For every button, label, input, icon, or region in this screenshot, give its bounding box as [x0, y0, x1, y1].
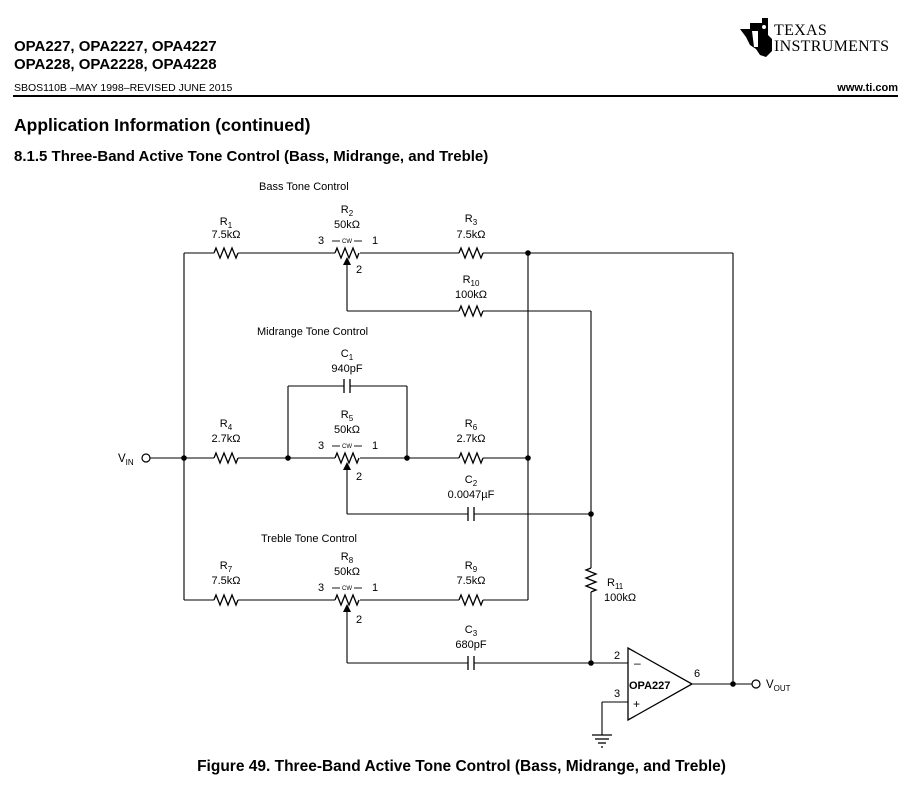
r8-ref: R8: [341, 551, 354, 565]
c2-ref: C2: [465, 474, 478, 488]
resistor-r9: [458, 594, 484, 606]
r11-ref: R11: [607, 577, 624, 591]
treble-section-label: Treble Tone Control: [261, 533, 357, 545]
logo-text-texas: TEXAS: [774, 22, 828, 39]
r2-pin1: 1: [372, 235, 378, 247]
c2-value: 0.0047µF: [448, 489, 495, 501]
r2-pin2: 2: [356, 264, 362, 276]
r5-pin3: 3: [318, 440, 324, 452]
r8-value: 50kΩ: [334, 566, 360, 578]
r5-value: 50kΩ: [334, 424, 360, 436]
logo-text-instruments: INSTRUMENTS: [774, 38, 890, 55]
c3-ref: C3: [465, 624, 478, 638]
resistor-r6: [458, 452, 484, 464]
opamp-minus: –: [634, 656, 641, 670]
potentiometer-r8: [332, 587, 362, 615]
part-numbers-line1: OPA227, OPA2227, OPA4227: [14, 38, 217, 55]
opamp-pin6: 6: [694, 668, 700, 680]
r11-value: 100kΩ: [604, 592, 636, 604]
section-subtitle: 8.1.5 Three-Band Active Tone Control (Ba…: [14, 148, 489, 165]
r2-pin3: 3: [318, 235, 324, 247]
r3-value: 7.5kΩ: [456, 229, 485, 241]
r9-ref: R9: [465, 560, 478, 574]
opamp-pin3: 3: [614, 688, 620, 700]
r2-value: 50kΩ: [334, 219, 360, 231]
potentiometer-r2: [332, 240, 362, 268]
opamp-pin2: 2: [614, 650, 620, 662]
capacitor-c1: [343, 378, 351, 394]
r5-ref: R5: [341, 409, 354, 423]
document-id: SBOS110B –MAY 1998–REVISED JUNE 2015: [14, 82, 233, 94]
resistor-r4: [213, 452, 239, 464]
r7-ref: R7: [220, 560, 233, 574]
r9-value: 7.5kΩ: [456, 575, 485, 587]
resistor-r3: [458, 247, 484, 259]
potentiometer-r5: [332, 445, 362, 473]
vout-terminal: [751, 679, 761, 689]
r6-ref: R6: [465, 418, 478, 432]
r6-value: 2.7kΩ: [456, 433, 485, 445]
vout-label: VOUT: [766, 679, 791, 693]
opamp-name: OPA227: [629, 680, 670, 692]
midrange-section-label: Midrange Tone Control: [257, 326, 368, 338]
r8-pin1: 1: [372, 582, 378, 594]
resistor-r7: [213, 594, 239, 606]
figure-caption: Figure 49. Three-Band Active Tone Contro…: [197, 758, 726, 775]
r4-ref: R4: [220, 418, 233, 432]
r5-cw-label: CW: [342, 444, 352, 450]
header-rule: [13, 95, 898, 97]
capacitor-c3: [467, 655, 475, 671]
ground-icon: [592, 734, 612, 748]
resistor-r1: [213, 247, 239, 259]
schematic-wires: [150, 252, 752, 735]
r4-value: 2.7kΩ: [211, 433, 240, 445]
section-title: Application Information (continued): [14, 115, 311, 135]
r8-pin3: 3: [318, 582, 324, 594]
vin-label: VIN: [118, 453, 134, 467]
r1-ref: R1: [220, 216, 233, 230]
junction-dots: [181, 250, 736, 687]
r1-value: 7.5kΩ: [211, 229, 240, 241]
r2-cw-label: CW: [342, 239, 352, 245]
bass-section-label: Bass Tone Control: [259, 181, 349, 193]
r10-value: 100kΩ: [455, 289, 487, 301]
ti-logo-icon: [740, 18, 772, 57]
r5-pin1: 1: [372, 440, 378, 452]
resistor-r10: [458, 305, 484, 317]
c3-value: 680pF: [455, 639, 486, 651]
r5-pin2: 2: [356, 471, 362, 483]
c1-value: 940pF: [331, 363, 362, 375]
r10-ref: R10: [463, 274, 480, 288]
r7-value: 7.5kΩ: [211, 575, 240, 587]
website-link[interactable]: www.ti.com: [837, 82, 898, 94]
part-numbers-line2: OPA228, OPA2228, OPA4228: [14, 56, 217, 73]
r3-ref: R3: [465, 213, 478, 227]
resistor-r11: [585, 567, 597, 593]
opamp-plus: +: [633, 697, 640, 711]
c1-ref: C1: [341, 348, 354, 362]
vin-terminal: [141, 453, 151, 463]
capacitor-c2: [467, 506, 475, 522]
r8-cw-label: CW: [342, 586, 352, 592]
r8-pin2: 2: [356, 614, 362, 626]
opamp-triangle: [627, 646, 694, 722]
r2-ref: R2: [341, 204, 354, 218]
